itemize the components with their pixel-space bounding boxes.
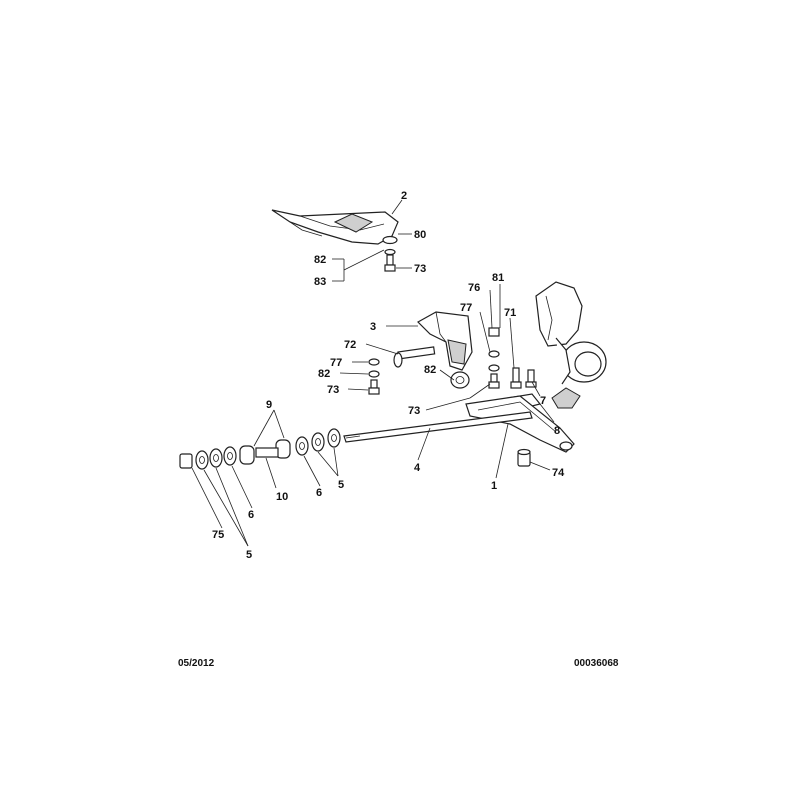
part-80-washer	[382, 235, 398, 245]
part-9-bushing-left	[239, 445, 255, 465]
label-part-5-right: 5	[338, 479, 344, 491]
part-5-washer-right	[311, 428, 341, 452]
part-82-washer-upper	[384, 248, 396, 256]
label-part-73-upper: 73	[414, 263, 426, 275]
part-77-washer-left	[368, 358, 380, 366]
part-81-bolt	[510, 367, 522, 389]
label-part-1: 1	[491, 480, 497, 492]
label-part-83: 83	[314, 276, 326, 288]
label-part-76: 76	[468, 282, 480, 294]
part-72-bolt	[393, 346, 436, 368]
label-part-74: 74	[552, 467, 565, 479]
label-part-82-upper: 82	[314, 254, 326, 266]
label-part-9: 9	[266, 399, 272, 411]
part-6-washer-left	[223, 446, 237, 466]
label-part-3: 3	[370, 321, 376, 333]
part-74-bushing	[517, 448, 531, 467]
part-71-bolt	[525, 369, 537, 388]
part-73-bolt-upper	[384, 254, 396, 272]
footer-date: 05/2012	[178, 658, 215, 669]
label-part-80: 80	[414, 229, 426, 241]
part-82-bushing	[450, 371, 470, 389]
hub-knuckle	[535, 281, 607, 409]
leader-lines	[191, 199, 555, 547]
label-part-72: 72	[344, 339, 356, 351]
label-part-73-mid: 73	[408, 405, 420, 417]
part-5-washer-left	[195, 448, 223, 470]
part-76-nut	[488, 327, 500, 337]
label-part-77-mid: 77	[460, 302, 472, 314]
label-part-8: 8	[554, 425, 560, 437]
label-part-71: 71	[504, 307, 516, 319]
part-77-washer-mid	[488, 350, 500, 372]
part-2-plate	[271, 209, 399, 245]
label-part-4: 4	[414, 462, 421, 474]
label-part-75: 75	[212, 529, 224, 541]
label-part-77-left: 77	[330, 357, 342, 369]
part-labels: 2 80 82 73 83 81 76 77 71 3 72 77 82 73 …	[212, 190, 565, 561]
label-part-82-bushing: 82	[424, 364, 436, 376]
part-82-washer-left	[368, 370, 380, 378]
part-10-spacer	[255, 447, 279, 458]
label-part-10: 10	[276, 491, 288, 503]
label-part-81: 81	[492, 272, 504, 284]
label-part-2: 2	[401, 190, 407, 202]
footer-reference: 00036068	[574, 658, 619, 669]
label-part-82-left: 82	[318, 368, 330, 380]
label-part-6-left: 6	[248, 509, 254, 521]
part-3-bracket	[417, 311, 473, 371]
label-part-73-left: 73	[327, 384, 339, 396]
part-73-bolt-left	[368, 379, 380, 395]
label-part-6-right: 6	[316, 487, 322, 499]
part-75-nut	[179, 453, 193, 469]
part-4-rod	[343, 411, 533, 443]
label-part-7: 7	[540, 395, 546, 407]
part-73-bolt-mid	[488, 373, 500, 389]
part-6-washer-right	[295, 436, 309, 456]
label-part-5-left: 5	[246, 549, 252, 561]
